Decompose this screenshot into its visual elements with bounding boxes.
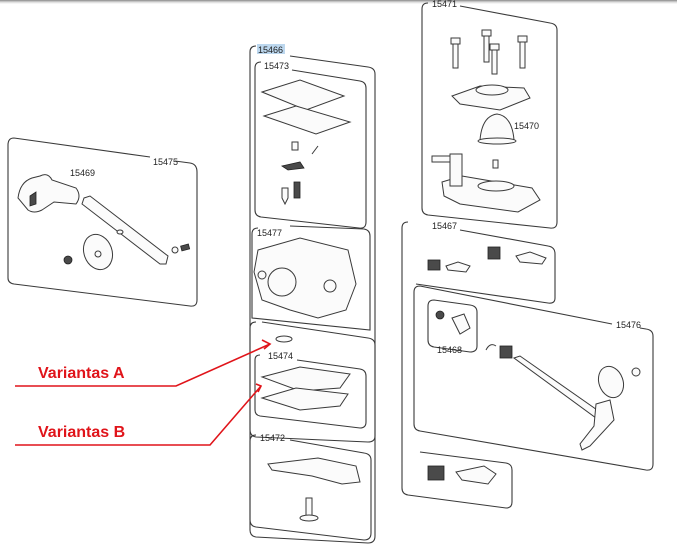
label-15475: 15475 — [153, 157, 178, 167]
label-15474: 15474 — [268, 351, 293, 361]
check-valve-part — [492, 159, 499, 169]
base-ring — [477, 180, 515, 192]
spring-b-part — [487, 246, 501, 260]
base-housing-part — [441, 175, 541, 213]
primer-bulb-rim — [477, 137, 517, 145]
choke-spring-part — [499, 345, 513, 359]
lever-arm-part — [280, 161, 305, 171]
spring-part-2 — [293, 181, 301, 199]
adjust-screw-a-part — [445, 261, 471, 273]
fuel-inlet-part — [449, 153, 463, 187]
choke-nut-part — [631, 367, 641, 377]
carburetor-body-part — [253, 237, 357, 319]
bolt-2-head — [481, 29, 492, 37]
variant-area-outline — [249, 321, 376, 443]
group-15467-outline — [401, 221, 513, 509]
cover-plate-part — [267, 457, 361, 485]
choke-screw-part — [435, 310, 445, 320]
choke-disc-small-part — [451, 313, 471, 335]
spring-a-part — [427, 259, 441, 271]
group-15474-outline — [254, 354, 367, 429]
needle-part — [281, 187, 289, 206]
body-port — [323, 279, 337, 293]
label-15477: 15477 — [257, 228, 282, 238]
variant-a-label: Variantas A — [38, 365, 125, 382]
annotation-leaders — [15, 339, 272, 446]
spring-c-part — [427, 465, 445, 481]
label-15471: 15471 — [432, 0, 457, 9]
diaphragm-part — [262, 105, 352, 135]
label-15466-highlight — [257, 44, 285, 54]
screw-head-part — [299, 514, 319, 522]
bolt-2-part — [483, 33, 490, 63]
seal-ring-part — [275, 335, 293, 343]
bolt-4-part — [519, 39, 526, 69]
group-15471-outline — [421, 2, 558, 229]
flange-ring — [475, 84, 509, 96]
group-15466: 15466 15473 15477 15474 15472 — [249, 44, 376, 544]
lever-detail — [29, 191, 37, 207]
group-15472-outline — [249, 434, 372, 541]
choke-disc-part — [597, 365, 625, 399]
variant-a-leader — [15, 343, 271, 387]
group-15466-outline — [249, 45, 376, 544]
label-15470: 15470 — [514, 121, 539, 131]
label-15469: 15469 — [70, 168, 95, 178]
group-15475: 15475 15469 — [7, 137, 198, 307]
group-15476-outline — [413, 285, 654, 471]
pin-part — [311, 145, 319, 155]
label-15472: 15472 — [260, 433, 285, 443]
choke-shaft-part — [512, 355, 601, 419]
shaft-hole — [116, 229, 124, 235]
group-15468-outline — [427, 299, 478, 353]
label-15476: 15476 — [616, 320, 641, 330]
gasket-part — [260, 79, 346, 111]
spring-part — [180, 243, 191, 252]
disc-hole — [94, 250, 102, 258]
group-15477-outline — [251, 225, 371, 331]
ball-part — [171, 246, 179, 254]
fuel-nipple-part — [431, 155, 451, 163]
choke-lever-part — [579, 399, 615, 451]
window-top-edge — [0, 0, 677, 4]
group-15475-outline — [7, 137, 198, 307]
screw-part — [63, 255, 73, 265]
venturi-bore — [267, 267, 297, 297]
bolt-3-part — [491, 47, 498, 75]
variant-b-label: Variantas B — [38, 424, 126, 441]
adjust-screw-c-part — [455, 465, 497, 485]
membrane-a-part — [260, 366, 351, 392]
throttle-shaft-part — [81, 195, 169, 265]
group-15476: 15476 15468 — [413, 285, 654, 471]
bolt-4-head — [517, 35, 528, 43]
label-15467: 15467 — [432, 221, 457, 231]
membrane-b-part — [260, 387, 349, 411]
flange-part — [451, 85, 531, 111]
screw-shaft-part — [305, 497, 313, 517]
bolt-1-head — [450, 37, 461, 45]
valve-part — [291, 141, 299, 151]
bolt-3-head — [489, 43, 500, 51]
group-15467-upper-outline — [415, 229, 556, 304]
group-15471: 15471 15470 — [421, 0, 558, 229]
throttle-lever-part — [17, 174, 80, 213]
label-15466[interactable]: 15466 — [258, 45, 283, 55]
bolt-1-part — [452, 41, 459, 69]
label-15468: 15468 — [437, 345, 462, 355]
clip-part — [485, 344, 497, 351]
variant-a-arrowhead — [261, 339, 272, 350]
label-15473: 15473 — [264, 61, 289, 71]
group-15473-outline — [254, 61, 367, 229]
variant-b-arrowhead — [255, 383, 263, 393]
adjust-screw-b-part — [515, 251, 547, 265]
body-hole — [257, 270, 267, 280]
variant-b-leader — [15, 385, 262, 446]
primer-bulb-part — [479, 113, 515, 141]
group-15467: 15467 — [401, 221, 556, 509]
